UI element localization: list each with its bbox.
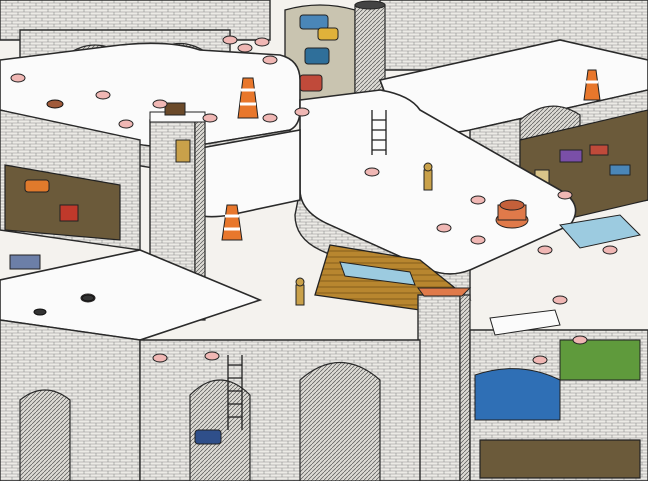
car-icon: [299, 14, 329, 30]
donut-icon: [470, 195, 486, 205]
donut-icon: [294, 107, 310, 117]
bottom-right-area: [469, 329, 648, 481]
manhole-icon: [81, 294, 95, 302]
donut-icon: [537, 245, 553, 255]
lower-left-deck: [0, 249, 263, 341]
front-tower: [417, 287, 472, 481]
donut-icon: [237, 43, 253, 53]
donut-icon: [572, 335, 588, 345]
donut-icon: [204, 351, 220, 361]
donut-icon: [152, 99, 168, 109]
robot-figure-icon: [295, 277, 305, 306]
donut-icon: [254, 37, 270, 47]
donut-icon: [202, 113, 218, 123]
boat-icon: [489, 309, 561, 336]
car-icon: [304, 47, 330, 65]
donut-icon: [602, 245, 618, 255]
car-icon: [194, 429, 222, 445]
donut-icon: [95, 90, 111, 100]
robot-figure-icon: [175, 139, 191, 163]
donut-icon: [470, 235, 486, 245]
ladder-upper: [371, 110, 387, 155]
treasure-chest-icon: [164, 102, 186, 116]
donut-icon: [152, 353, 168, 363]
traffic-cone-icon: [583, 69, 601, 101]
donut-icon: [557, 190, 573, 200]
ladder-lower: [227, 355, 243, 430]
donut-icon: [222, 35, 238, 45]
water-trough: [339, 261, 416, 286]
water-tank: [559, 214, 642, 249]
traffic-cone-icon: [221, 204, 243, 241]
donut-icon: [552, 295, 568, 305]
car-icon: [317, 27, 339, 41]
donut-icon: [532, 355, 548, 365]
donut-icon: [262, 113, 278, 123]
traffic-cone-icon: [237, 77, 259, 119]
donut-icon: [262, 55, 278, 65]
manhole-icon: [33, 308, 47, 316]
car-icon: [299, 74, 323, 92]
donut-icon: [118, 119, 134, 129]
center-chimney: [354, 0, 386, 101]
manhole-icon: [46, 99, 64, 109]
donut-icon: [364, 167, 380, 177]
bottom-arches: [139, 339, 421, 481]
donut-icon: [436, 223, 452, 233]
chimney-cap: [495, 199, 529, 229]
donut-icon: [10, 73, 26, 83]
arch-opening: [19, 389, 71, 481]
robot-figure-icon: [423, 162, 433, 191]
manholes: [33, 99, 95, 316]
left-room: [0, 109, 141, 270]
